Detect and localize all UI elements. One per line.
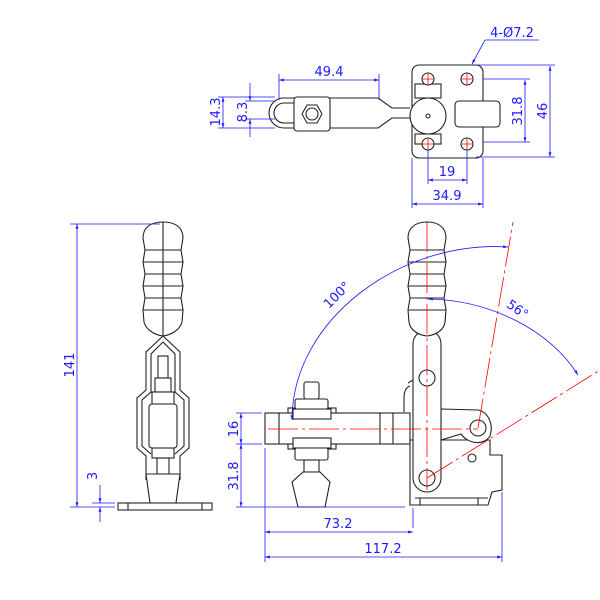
top-view: 49.4 14.3 8.3 31.8 46 19 34.9 4-Ø7.2 (209, 26, 555, 208)
dim-overall-length: 117.2 (364, 542, 401, 557)
spindle-tip (145, 473, 181, 504)
pivot-disc (409, 97, 447, 135)
dim-overall-height: 141 (63, 353, 78, 378)
dim-holes: 4-Ø7.2 (490, 26, 534, 41)
base-plate (117, 502, 213, 511)
arm (284, 97, 410, 129)
dim-hole-spacing-h: 19 (439, 165, 456, 180)
dim-base-thickness: 3 (86, 472, 101, 480)
clamp-bar (264, 412, 411, 445)
dim-bar-height: 16 (227, 421, 242, 438)
dim-reach: 73.2 (324, 517, 353, 532)
dim-open-angle: 100° (321, 279, 354, 312)
dim-arm-length: 49.4 (315, 65, 344, 80)
dim-arm-width-inner: 8.3 (236, 102, 251, 123)
handle-top (454, 100, 501, 128)
dim-arm-width-outer: 14.3 (209, 98, 224, 127)
dim-plate-width: 34.9 (433, 189, 462, 204)
side-view: 100° 56° 16 31.8 73.2 117.2 (227, 221, 600, 562)
mount-holes (421, 72, 474, 151)
front-view: 141 3 (63, 221, 213, 522)
dim-plate-height: 46 (536, 103, 551, 120)
dim-handle-angle: 56° (503, 297, 530, 323)
dim-spindle-height: 31.8 (227, 462, 242, 491)
dim-hole-spacing-v: 31.8 (511, 97, 526, 126)
spindle-tip (291, 471, 331, 508)
arm-end (268, 97, 285, 129)
hex-nut (301, 104, 323, 124)
